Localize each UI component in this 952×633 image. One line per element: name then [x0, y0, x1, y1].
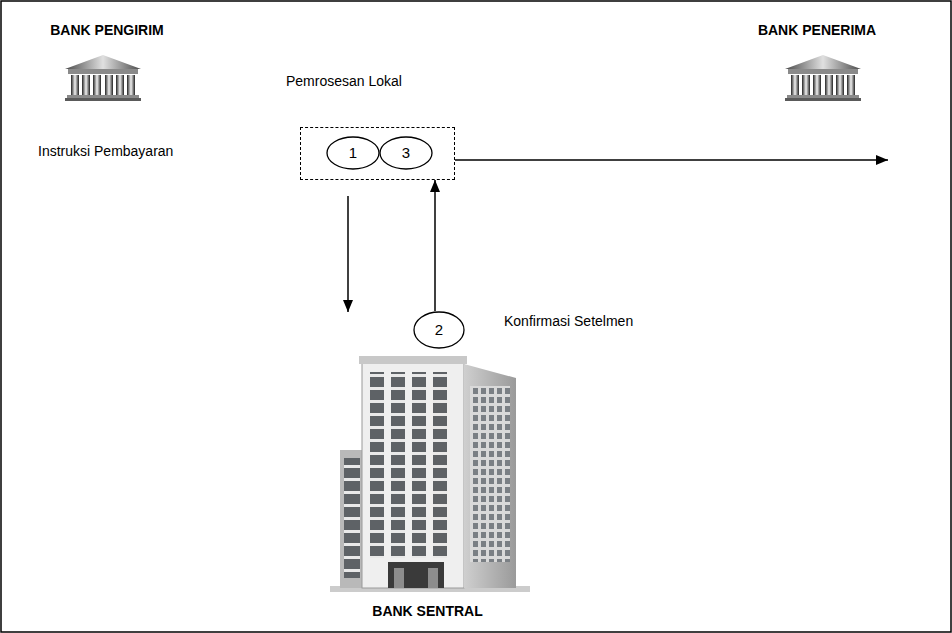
bank-column	[791, 75, 799, 95]
bank-name: BANK PENGIRIM	[50, 22, 164, 39]
ellipse-shape	[380, 137, 432, 169]
bank-step	[787, 95, 859, 98]
building-door	[428, 568, 438, 588]
building-tower	[362, 362, 464, 588]
building-side	[464, 364, 516, 588]
bank-node: BANK PENGIRIM	[36, 22, 178, 104]
bank-column	[93, 75, 101, 95]
bank-roof	[65, 55, 141, 69]
bank-name: BANK SENTRAL	[372, 603, 482, 620]
building-windows	[391, 372, 405, 558]
bank-column	[836, 75, 844, 95]
building-windows	[412, 372, 426, 558]
step-ellipse: 1	[326, 136, 380, 170]
bank-roof	[785, 55, 861, 69]
bank-step	[785, 98, 861, 101]
bank-column	[105, 75, 113, 95]
bank-column	[813, 75, 821, 95]
bank-column	[116, 75, 124, 95]
bank-column	[847, 75, 855, 95]
building-door	[394, 568, 404, 588]
box-title: Pemrosesan Lokal	[286, 73, 402, 90]
flow-arrow	[455, 159, 888, 161]
step-ellipse: 2	[413, 311, 465, 349]
building-windows	[433, 372, 447, 558]
ellipse-shape	[327, 137, 379, 169]
bank-icon	[65, 55, 141, 101]
callout-number: 1	[349, 144, 357, 162]
bank-icon	[785, 55, 861, 101]
flow-label: Instruksi Pembayaran	[38, 143, 173, 160]
flow-arrow	[347, 196, 349, 312]
flow-label: Konfirmasi Setelmen	[504, 313, 633, 330]
building-windows	[370, 372, 384, 558]
processing-box: Pemrosesan Lokal13	[300, 127, 455, 180]
bank-column	[825, 75, 833, 95]
flow-arrow	[434, 180, 436, 311]
building-entrance	[388, 562, 444, 588]
callout-number: 2	[435, 321, 443, 339]
building-windows	[470, 386, 510, 562]
bank-node: BANK SENTRAL	[335, 312, 520, 624]
building-roof	[359, 356, 467, 364]
bank-column	[71, 75, 79, 95]
building-wing	[340, 450, 364, 588]
bank-column	[802, 75, 810, 95]
ellipse-shape	[414, 312, 464, 348]
bank-column	[82, 75, 90, 95]
step-ellipse: 3	[379, 136, 433, 170]
building-windows	[344, 458, 360, 578]
bank-column	[127, 75, 135, 95]
central-bank-building	[330, 356, 530, 592]
bank-entablature	[68, 69, 138, 74]
bank-step	[65, 98, 141, 101]
bank-step	[67, 95, 139, 98]
callout-number: 3	[402, 144, 410, 162]
bank-node: BANK PENERIMA	[744, 22, 890, 160]
bank-entablature	[788, 69, 858, 74]
bank-name: BANK PENERIMA	[758, 22, 876, 39]
